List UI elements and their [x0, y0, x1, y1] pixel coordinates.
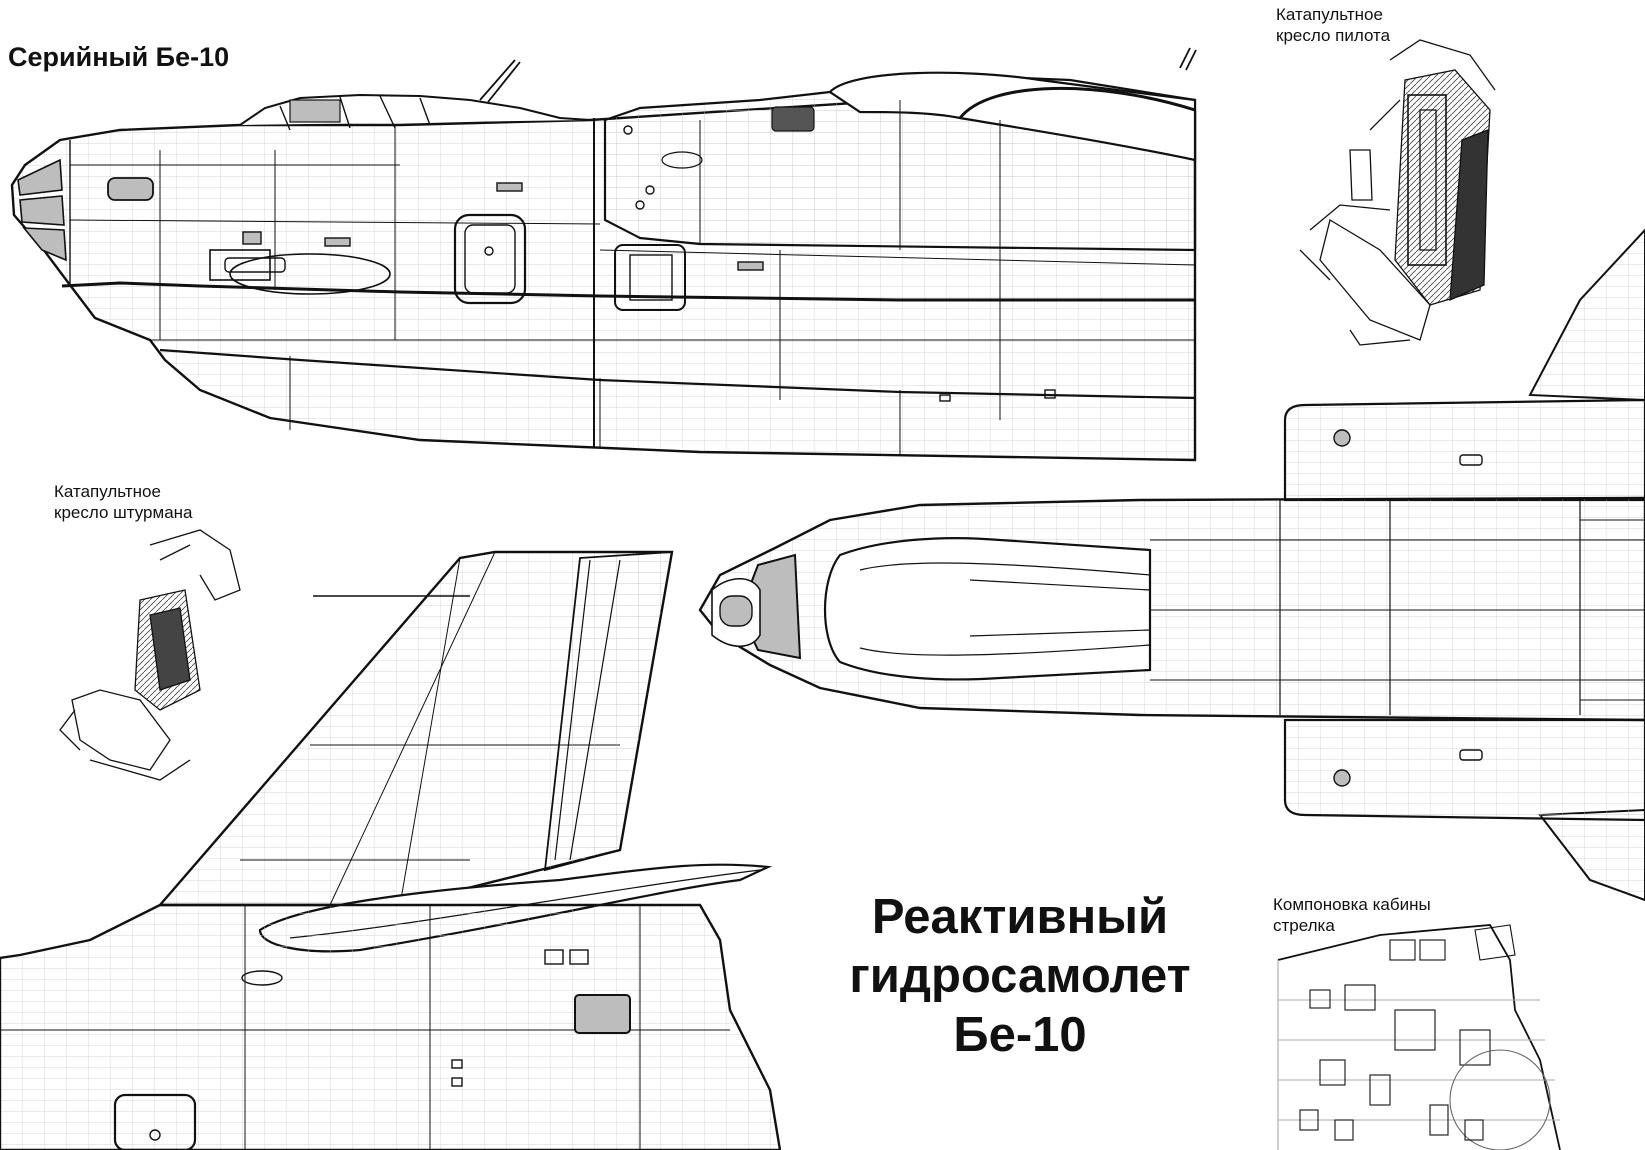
fuselage-top-view [698, 228, 1645, 902]
side-blister [229, 253, 391, 295]
navigator-seat-illustration [59, 529, 241, 781]
serial-be10-title: Серийный Бе-10 [8, 42, 230, 72]
rudder [543, 551, 674, 872]
wing-root-top [1528, 228, 1645, 402]
navigator-seat-caption-line1: Катапультное [54, 482, 161, 501]
pilot-seat-caption-line1: Катапультное [1276, 5, 1383, 24]
wing-root-bottom [1538, 808, 1645, 902]
pilot-seat-illustration [1299, 39, 1496, 346]
gunner-cabin-illustration [1277, 924, 1561, 1150]
main-title-line3: Бе-10 [953, 1008, 1087, 1062]
rear-fuselage [0, 903, 782, 1150]
gunner-cabin-caption: Компоновка кабины стрелка [1273, 894, 1431, 936]
nacelle-top [1283, 398, 1645, 502]
rear-hatch [113, 1093, 197, 1150]
navigator-seat-caption-line2: кресло штурмана [54, 503, 193, 522]
gunner-cabin-caption-line2: стрелка [1273, 916, 1335, 935]
main-title: Реактивный гидросамолет Бе-10 [800, 888, 1240, 1065]
pilot-seat-caption: Катапультное кресло пилота [1276, 4, 1390, 46]
nacelle-bottom [1283, 718, 1645, 822]
chine-line [61, 281, 1195, 302]
rear-window [574, 994, 631, 1034]
fuselage-side-view [10, 47, 1197, 462]
pilot-seat-caption-line2: кресло пилота [1276, 26, 1391, 45]
antenna-mast [479, 59, 521, 103]
canopy-top [823, 537, 1152, 681]
tail-side-view [0, 550, 782, 1150]
lower-hatch [614, 244, 686, 311]
main-title-line1: Реактивный [871, 890, 1169, 944]
entry-hatch [453, 213, 527, 305]
gunner-cabin-caption-line1: Компоновка кабины [1273, 895, 1431, 914]
navigator-seat-caption: Катапультное кресло штурмана [54, 481, 193, 523]
nose-glazing [17, 158, 67, 262]
main-title-line2: гидросамолет [849, 949, 1191, 1003]
side-window [107, 177, 154, 201]
engine-intake [828, 71, 1197, 162]
